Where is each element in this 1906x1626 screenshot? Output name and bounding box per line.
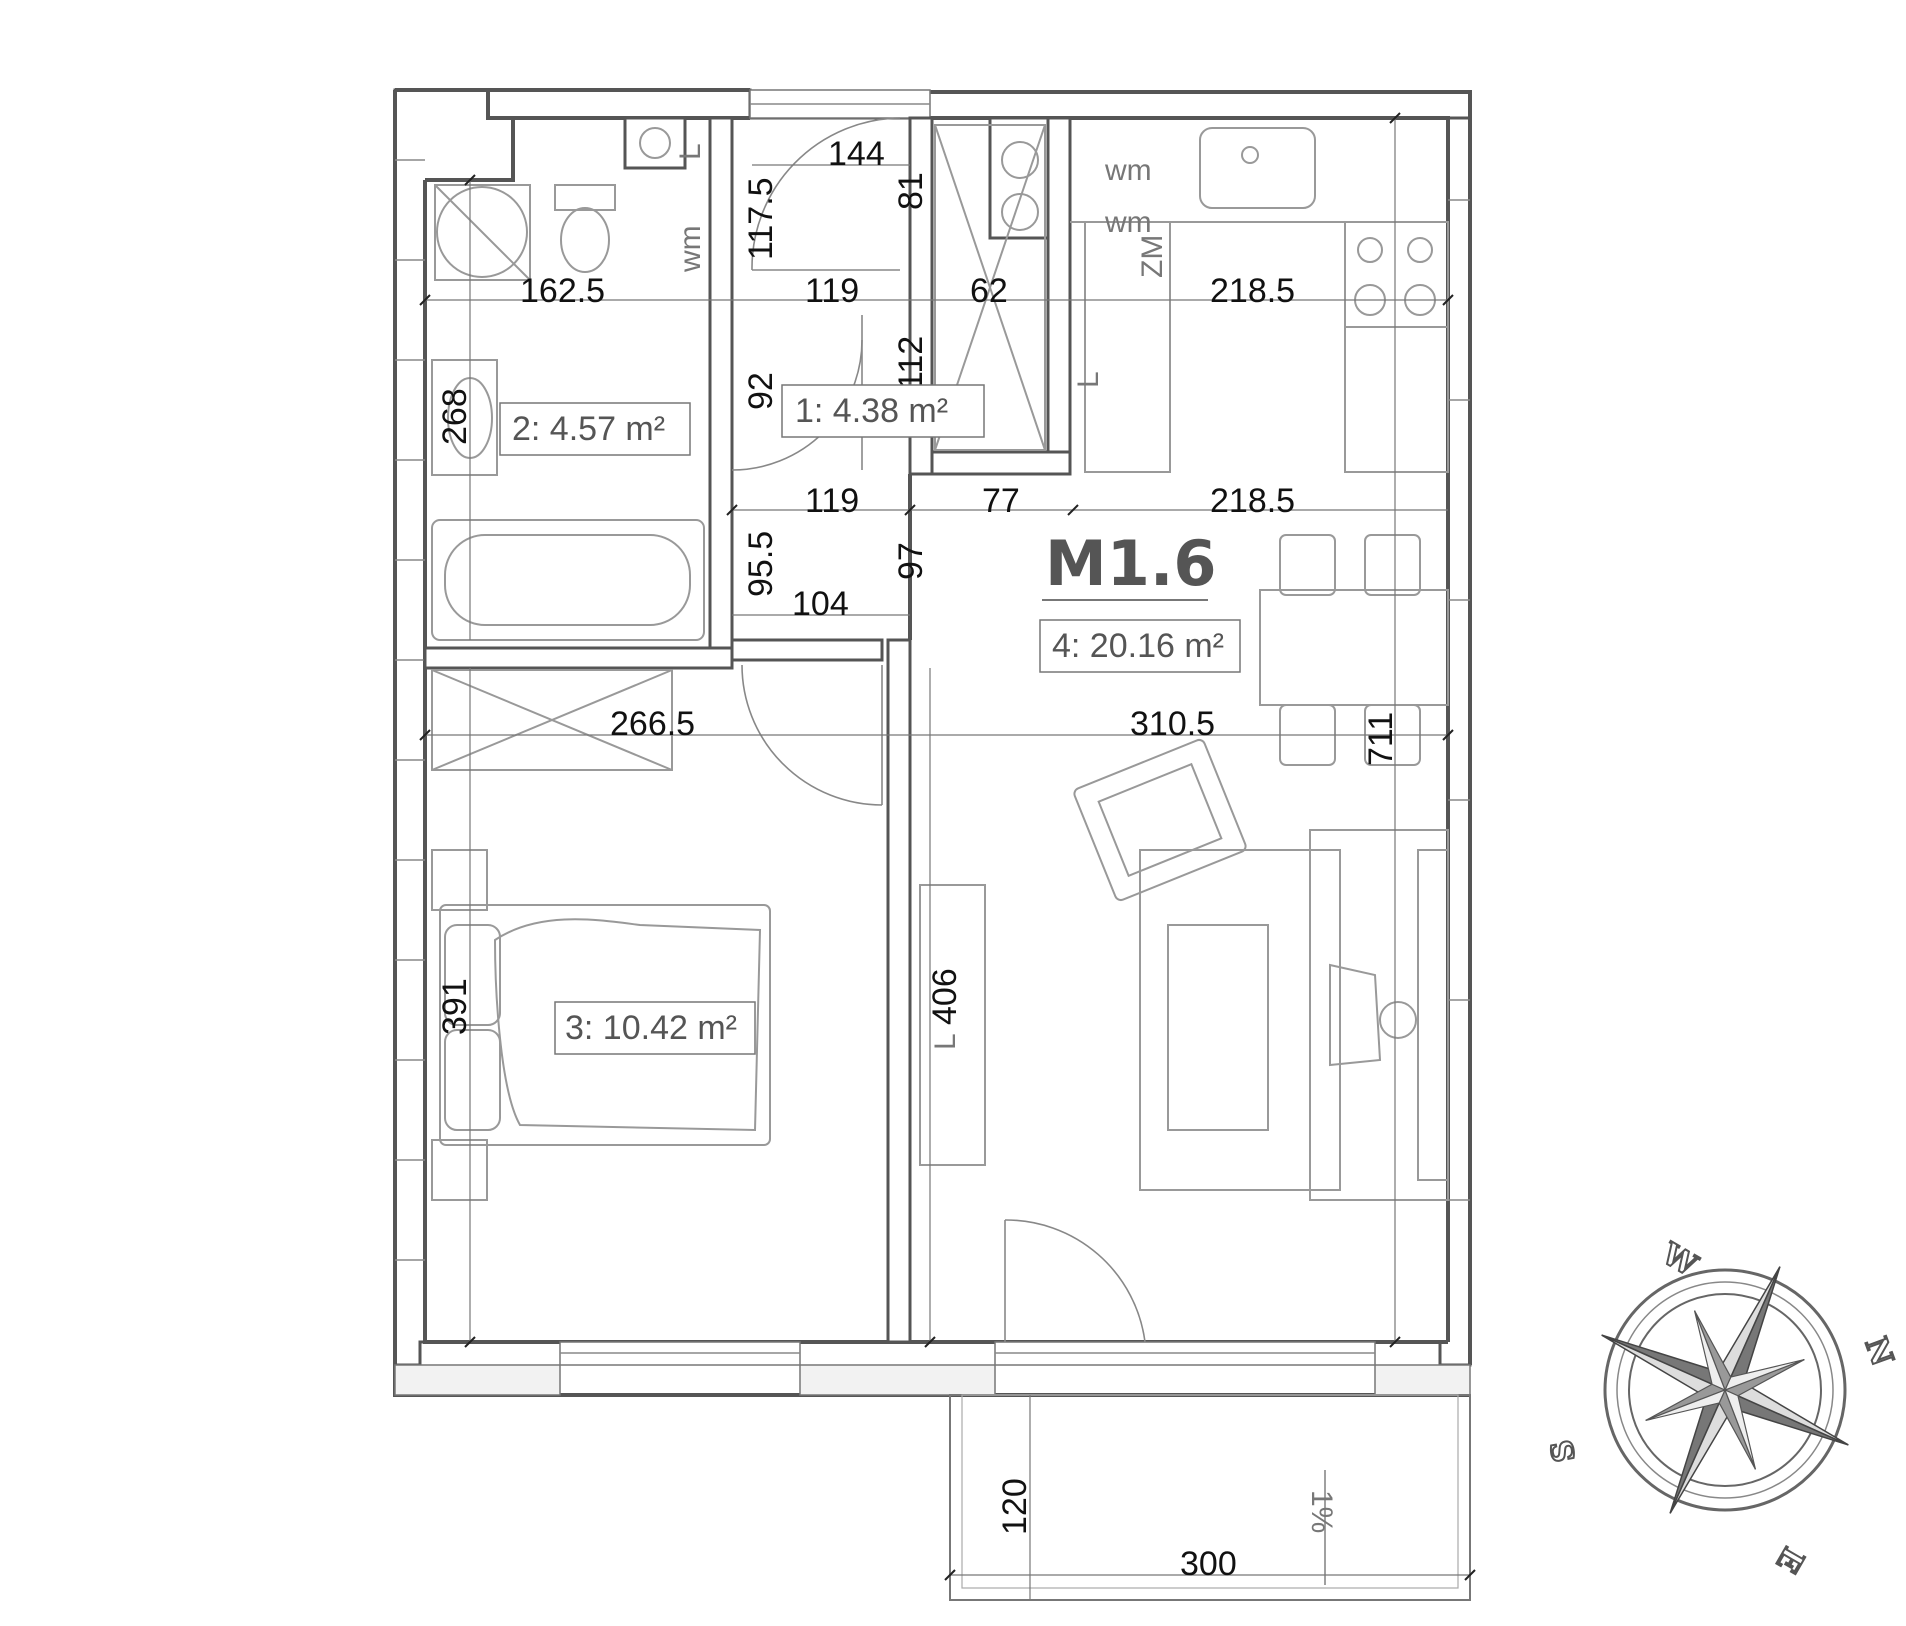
compass-w: W bbox=[1655, 1236, 1704, 1284]
dim-77: 77 bbox=[982, 482, 1020, 520]
dim-310-5: 310.5 bbox=[1130, 705, 1215, 743]
room-2-label: 2: 4.57 m² bbox=[512, 410, 665, 448]
balcony bbox=[949, 1394, 1471, 1601]
annotations: wm wm wm ZM L L L 1% bbox=[674, 143, 1338, 1533]
dim-300: 300 bbox=[1180, 1545, 1237, 1583]
dimension-lines bbox=[419, 112, 1476, 1600]
dim-104: 104 bbox=[792, 585, 849, 623]
dim-711: 711 bbox=[1362, 712, 1400, 766]
dim-218-5-top: 218.5 bbox=[1210, 272, 1295, 310]
dim-391: 391 bbox=[436, 978, 474, 1035]
compass-s: S bbox=[1545, 1437, 1583, 1464]
dim-81: 81 bbox=[892, 172, 930, 210]
dim-119-mid: 119 bbox=[805, 482, 859, 520]
room-labels: 2: 4.57 m² 1: 4.38 m² M1.6 4: 20.16 m² 3… bbox=[499, 384, 1241, 1055]
compass-e: E bbox=[1769, 1541, 1811, 1578]
l-label-tv: L bbox=[929, 1033, 962, 1050]
furniture bbox=[431, 124, 1449, 1201]
dim-95-5: 95.5 bbox=[742, 531, 780, 597]
wm-label-kitchen-2: wm bbox=[1104, 206, 1152, 239]
room-3-label: 3: 10.42 m² bbox=[565, 1009, 737, 1047]
slope-label: 1% bbox=[1305, 1490, 1338, 1533]
dim-144: 144 bbox=[828, 135, 885, 173]
dim-218-5-mid: 218.5 bbox=[1210, 482, 1295, 520]
dim-112: 112 bbox=[892, 336, 930, 390]
l-label-shaft: L bbox=[674, 143, 707, 160]
zm-label: ZM bbox=[1136, 235, 1169, 278]
wm-label-bath: wm bbox=[674, 225, 707, 273]
l-label-kitchen: L bbox=[1072, 371, 1105, 388]
dim-162-5: 162.5 bbox=[520, 272, 605, 310]
room-1-label: 1: 4.38 m² bbox=[795, 392, 948, 430]
dim-62: 62 bbox=[970, 272, 1008, 310]
room-4-label: 4: 20.16 m² bbox=[1052, 627, 1224, 665]
dim-406: 406 bbox=[926, 968, 964, 1025]
dim-268: 268 bbox=[436, 388, 474, 445]
compass-rose: W N E S bbox=[1544, 1235, 1901, 1579]
dim-266-5: 266.5 bbox=[610, 705, 695, 743]
dim-120: 120 bbox=[996, 1478, 1034, 1535]
dim-119-top: 119 bbox=[805, 272, 859, 310]
wm-label-kitchen-1: wm bbox=[1104, 154, 1152, 187]
unit-name: M1.6 bbox=[1045, 527, 1217, 600]
dim-92: 92 bbox=[742, 372, 780, 410]
compass-n: N bbox=[1857, 1333, 1899, 1371]
dimension-labels: 144 162.5 119 62 218.5 119 77 218.5 104 … bbox=[436, 135, 1400, 1583]
dim-97: 97 bbox=[892, 542, 930, 580]
dim-117-5: 117.5 bbox=[742, 177, 780, 260]
